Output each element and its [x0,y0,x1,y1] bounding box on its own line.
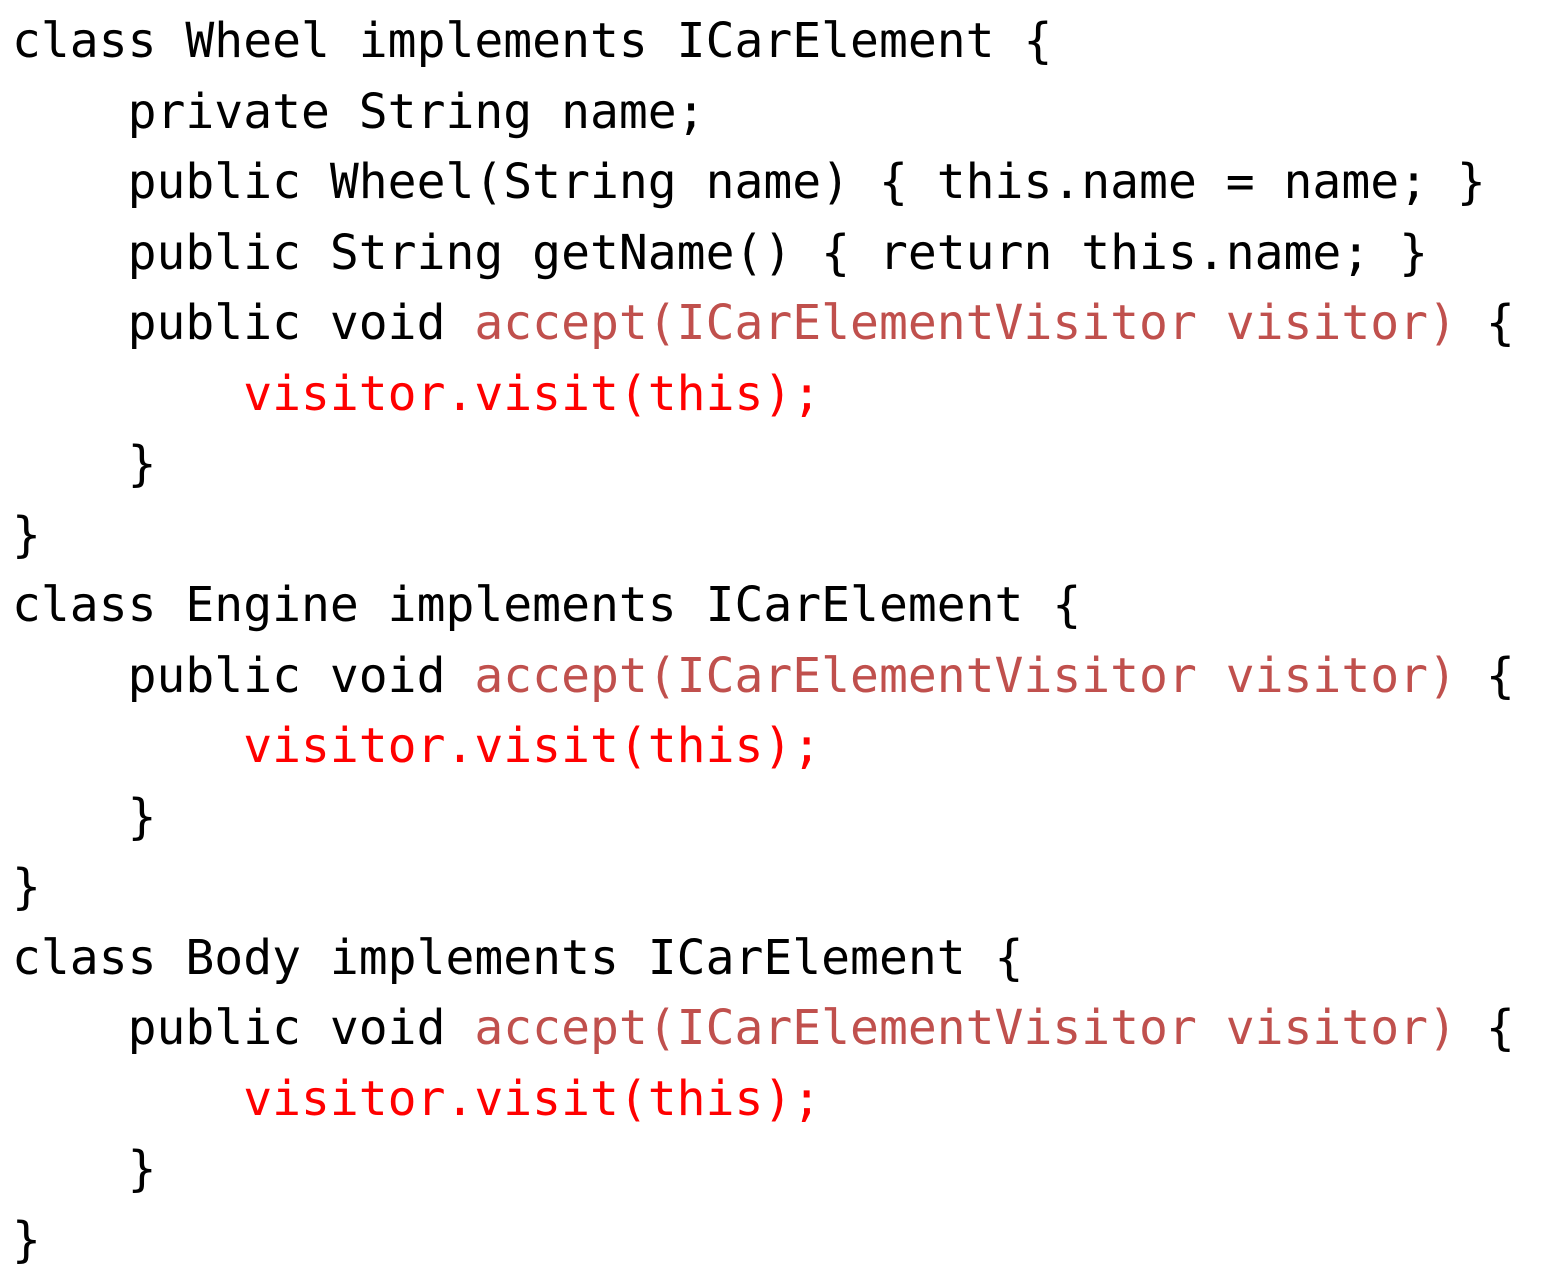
code-token-plain: { [1456,295,1515,351]
code-token-plain [12,718,243,774]
code-token-plain: { [1456,647,1515,704]
code-line: visitor.visit(this); [0,1064,1564,1135]
code-token-call: visitor.visit(this); [243,1070,822,1127]
code-token-plain: class Wheel implements ICarElement { [12,13,1053,69]
code-token-plain: } [12,506,41,563]
code-token-plain [12,366,243,422]
code-line: visitor.visit(this); [0,711,1564,782]
code-token-plain [12,1071,243,1127]
code-token-plain: } [12,788,157,845]
code-token-sig: accept(ICarElementVisitor visitor) [474,1000,1457,1056]
code-line: } [0,500,1564,571]
code-line: class Engine implements ICarElement { [0,570,1564,641]
code-token-plain: } [12,436,157,492]
code-line: } [0,1205,1564,1276]
code-token-plain: public void [12,1000,475,1056]
code-line: public void accept(ICarElementVisitor vi… [0,993,1564,1064]
code-token-plain: } [12,859,41,915]
code-line: class Wheel implements ICarElement { [0,6,1564,77]
code-token-call: visitor.visit(this); [243,718,822,774]
code-token-plain: public void [12,647,475,704]
code-token-call: visitor.visit(this); [243,365,822,422]
code-token-plain: class Engine implements ICarElement { [12,577,1082,633]
code-token-plain: } [12,1141,157,1197]
code-line: public void accept(ICarElementVisitor vi… [0,641,1564,712]
code-token-plain: private String name; [12,83,706,140]
code-token-sig: accept(ICarElementVisitor visitor) [474,295,1457,351]
code-line: } [0,429,1564,500]
code-line: } [0,852,1564,923]
code-token-sig: accept(ICarElementVisitor visitor) [474,647,1457,704]
code-token-plain: { [1456,1000,1515,1056]
code-token-plain: public void [12,295,475,351]
code-line: class Body implements ICarElement { [0,923,1564,994]
code-line: } [0,1134,1564,1205]
code-line: public Wheel(String name) { this.name = … [0,147,1564,218]
code-line: public String getName() { return this.na… [0,218,1564,289]
code-token-plain: } [12,1211,41,1268]
code-token-plain: public String getName() { return this.na… [12,224,1429,281]
code-line: } [0,782,1564,853]
code-token-plain: class Body implements ICarElement { [12,929,1024,986]
code-line: visitor.visit(this); [0,359,1564,430]
code-line: private String name; [0,77,1564,148]
code-token-plain: public Wheel(String name) { this.name = … [12,154,1486,210]
code-line: public void accept(ICarElementVisitor vi… [0,288,1564,359]
